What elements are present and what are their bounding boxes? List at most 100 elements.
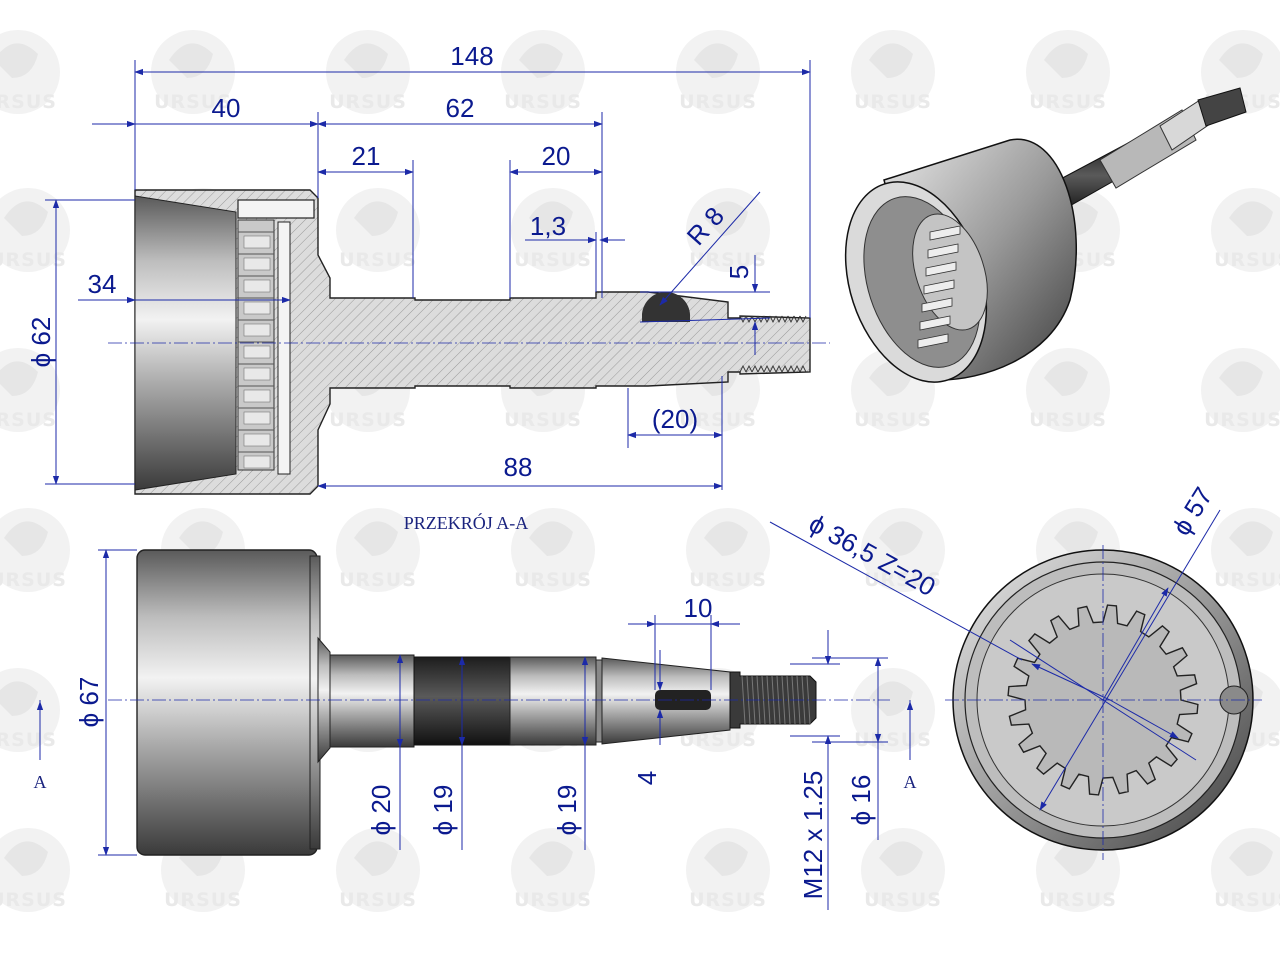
iso-render [844,87,1247,383]
dim-step-20: 20 [542,141,571,171]
watermark-text: URSUS [339,569,417,591]
watermark-text: URSUS [689,249,767,271]
thread-crest [793,315,801,324]
watermark-logo: URSUS [1211,508,1280,592]
inner-wall [277,221,291,475]
dim-bore-34: 34 [88,269,117,299]
thread-crest [781,315,789,324]
watermark-bear [4,201,48,236]
watermark-bear [4,841,48,876]
thread-crest [799,315,807,324]
watermark-text: URSUS [339,889,417,911]
groove-slot [237,199,315,219]
watermark-text: URSUS [329,409,407,431]
watermark-text: URSUS [0,409,57,431]
section-label: PRZEKRÓJ A-A [404,512,529,533]
dim-shaft-62: 62 [446,93,475,123]
watermark-text: URSUS [0,889,67,911]
section-body [134,189,811,495]
watermark-text: URSUS [164,889,242,911]
watermark-text: URSUS [854,729,932,751]
watermark-logo: URSUS [511,188,595,272]
thread-root [739,364,747,373]
dim-step-21: 21 [352,141,381,171]
watermark-bear [1229,521,1273,556]
thread-line [781,675,786,725]
watermark-bear [0,43,38,78]
watermark-bear [704,201,748,236]
watermark-bear [0,681,38,716]
watermark-text: URSUS [1214,889,1280,911]
thread-crest [739,315,747,324]
watermark-bear [1044,361,1088,396]
watermark-text: URSUS [1029,409,1107,431]
dim-cup-length: 40 [212,93,241,123]
watermark-bear [179,521,223,556]
tooth-face [243,389,271,403]
watermark-logo: URSUS [851,30,935,114]
dim-dia-57: ϕ 57 [1166,482,1218,541]
iso-tooth [921,297,953,313]
watermark-bear [1054,841,1098,876]
tooth-face [243,345,271,359]
cup-cylinder [136,549,318,856]
thread-root [781,364,789,373]
watermark-logo: URSUS [0,508,70,592]
watermark-text: URSUS [154,91,232,113]
dim-ref-20: (20) [652,404,698,434]
dim-key-width: 4 [632,771,662,785]
watermark-bear [1229,841,1273,876]
iso-tooth [927,243,959,259]
watermark-bear [704,841,748,876]
tooth-face [243,367,271,381]
watermark-text: URSUS [864,569,942,591]
dim-groove: 1,3 [530,211,566,241]
section-dimensions: 148 40 62 21 20 1,3 R 8 5 34 ϕ 62 [26,41,811,533]
watermark-text: URSUS [679,729,757,751]
watermark-text: URSUS [854,91,932,113]
watermark-text: URSUS [0,569,67,591]
shaft-groove [595,659,603,743]
watermark-text: URSUS [0,91,57,113]
tooth-face [243,433,271,447]
watermark-text: URSUS [689,569,767,591]
thread-root [793,364,801,373]
thread-crest [775,315,783,324]
shaft-seg-20 [329,654,415,748]
watermark-text: URSUS [864,889,942,911]
watermark-logo: URSUS [861,828,945,912]
watermark-bear [4,521,48,556]
dim-dia-20: ϕ 20 [366,785,396,836]
tooth-face [243,279,271,293]
watermark-bear [1219,43,1263,78]
watermark-bear [529,201,573,236]
thread-crest [769,315,777,324]
watermark-text: URSUS [854,409,932,431]
watermark-logo: URSUS [1211,828,1280,912]
watermark-text: URSUS [1214,569,1280,591]
thread-root [787,364,795,373]
watermark-text: URSUS [514,889,592,911]
tooth-face [243,257,271,271]
watermark-logo: URSUS [336,188,420,272]
watermark-bear [1044,43,1088,78]
watermark-logo: URSUS [1211,188,1280,272]
dim-thread: M12 x 1.25 [798,771,828,900]
watermark-bear [0,361,38,396]
thread-root [757,364,765,373]
watermark-bear [879,841,923,876]
dim-key-depth: 5 [724,265,754,279]
watermark-bear [354,521,398,556]
tooth-face [243,235,271,249]
watermark-logo: URSUS [851,668,935,752]
watermark-bear [529,521,573,556]
watermark-logo: URSUS [686,828,770,912]
shaft-seg-19 [509,656,597,746]
watermark-logo: URSUS [511,828,595,912]
iso-tooth [917,333,949,349]
watermark-logo: URSUS [336,828,420,912]
watermark-logo: URSUS [0,668,60,752]
iso-tooth [919,315,951,331]
watermark-text: URSUS [504,91,582,113]
